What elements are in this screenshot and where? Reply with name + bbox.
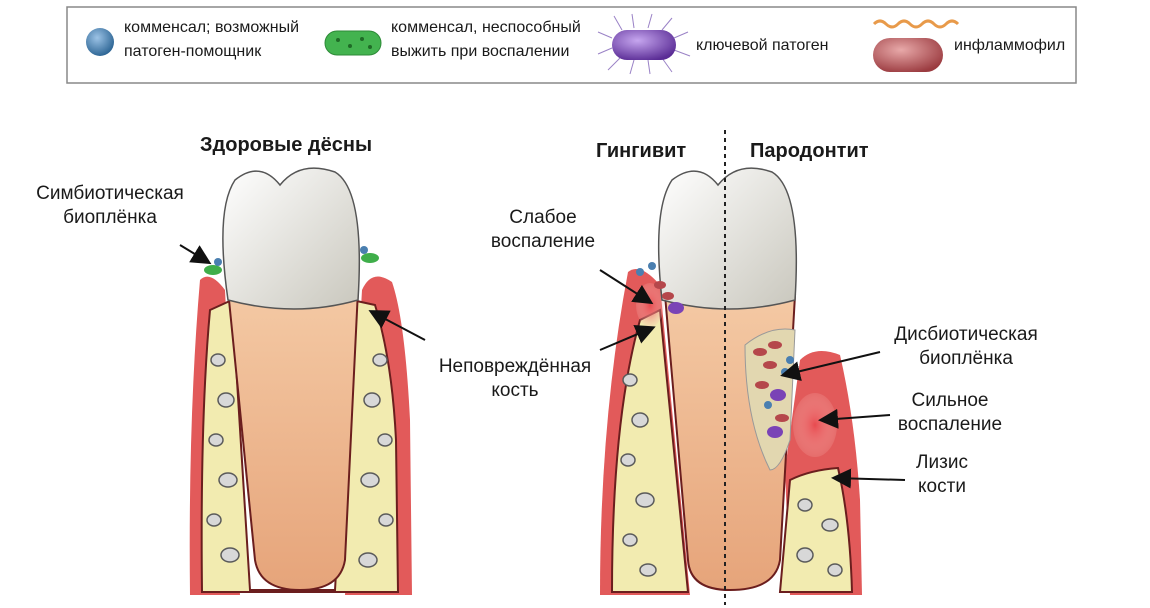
arrow-severe-inflammation [818, 408, 891, 429]
diseased-crown [657, 167, 798, 310]
healthy-gums-title: Здоровые дёсны [200, 134, 373, 156]
legend-label-commensal-sensitive: комменсал, неспособный выжить при воспал… [391, 19, 581, 60]
symbiotic-biofilm-label: Симбиотическая биоплёнка [36, 183, 184, 228]
healthy-tooth-illustration [189, 167, 412, 595]
mild-inflammation-area [636, 283, 664, 327]
dysbiotic-bacteria [753, 341, 794, 438]
arrow-dysbiotic-biofilm [780, 351, 881, 381]
green-cell-icon [324, 30, 382, 56]
annotation-arrows [179, 244, 906, 489]
bone-pores [206, 353, 394, 568]
arrow-symbiotic-biofilm [179, 244, 212, 265]
severe-inflammation-area [793, 393, 837, 457]
healthy-crown [222, 167, 361, 310]
periodontitis-title: Пародонтит [750, 140, 869, 162]
diseased-tooth-illustration [600, 130, 862, 605]
diseased-bone-pores [620, 373, 843, 577]
symbiotic-biofilm [204, 246, 379, 275]
legend-label-keystone-pathogen: ключевой патоген [696, 37, 829, 54]
arrow-mild-inflammation-bone [599, 325, 656, 351]
legend-label-inflammophile: инфламмофил [954, 37, 1066, 54]
gingivitis-title: Гингивит [596, 140, 687, 162]
blue-cell-icon [86, 28, 114, 56]
legend [66, 6, 1077, 84]
purple-spiky-cell-icon [597, 13, 691, 75]
dysbiotic-biofilm-label: Дисбиотическая биоплёнка [894, 324, 1038, 369]
healthy-root [226, 289, 360, 592]
legend-label-commensal-helper: комменсал; возможный патоген-помощник [124, 19, 300, 60]
severe-inflammation-label: Сильное воспаление [897, 390, 1003, 435]
bone-lysis-label: Лизис кости [916, 452, 968, 497]
arrow-intact-bone [368, 310, 426, 341]
arrow-bone-lysis [831, 468, 906, 489]
mild-inflammation-label: Слабое воспаление [490, 207, 596, 252]
intact-bone-label: Неповреждённая кость [438, 356, 592, 401]
arrow-mild-inflammation [599, 269, 654, 305]
gingivitis-biofilm [636, 262, 684, 314]
red-cell-icon [872, 19, 960, 72]
